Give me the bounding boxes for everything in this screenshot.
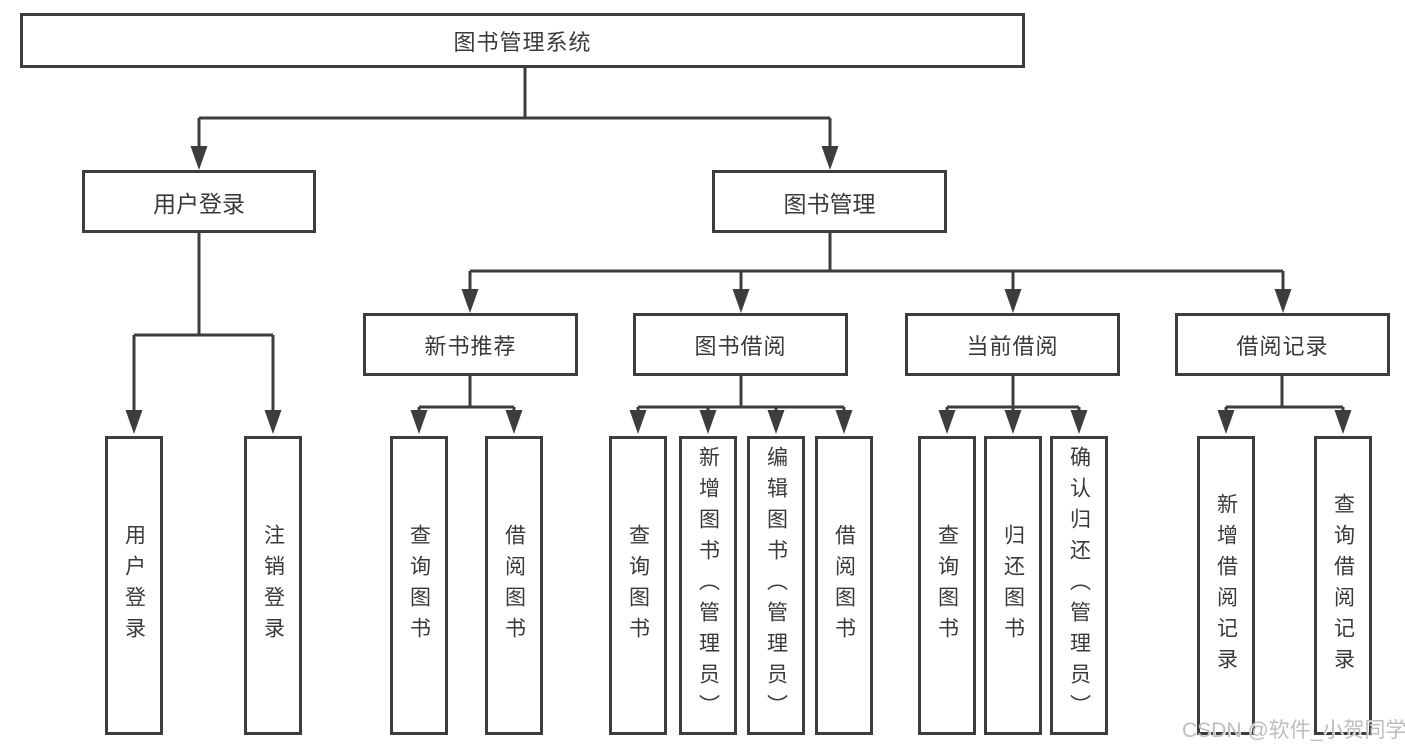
csdn-watermark: CSDN @软件_小贺同学 — [1182, 719, 1405, 742]
node-label: 借阅图书 — [832, 523, 856, 648]
node-root-system: 图书管理系统 — [20, 13, 1025, 68]
leaf-borrow-borrow-book: 借阅图书 — [815, 436, 873, 735]
node-label: 新增图书（管理员） — [696, 446, 720, 725]
node-label: 当前借阅 — [966, 333, 1059, 359]
arrowheads — [125, 146, 1352, 434]
leaf-borrow-query-book: 查询图书 — [609, 436, 667, 735]
leaf-records-add-record: 新增借阅记录 — [1197, 436, 1255, 735]
node-label: 查询图书 — [407, 523, 431, 648]
node-label: 注销登录 — [261, 523, 285, 648]
leaf-current-return-book: 归还图书 — [984, 436, 1042, 735]
leaf-recommend-query-book: 查询图书 — [390, 436, 448, 735]
leaf-records-query-record: 查询借阅记录 — [1314, 436, 1372, 735]
leaf-recommend-borrow-book: 借阅图书 — [485, 436, 543, 735]
node-label: 用户登录 — [122, 523, 146, 648]
node-book-management: 图书管理 — [712, 170, 947, 233]
node-label: 查询图书 — [935, 523, 959, 648]
leaf-current-confirm-return-admin: 确认归还（管理员） — [1050, 436, 1108, 735]
node-label: 用户登录 — [153, 190, 245, 217]
node-label: 新书推荐 — [424, 333, 517, 359]
node-label: 归还图书 — [1001, 523, 1025, 648]
node-label: 图书借阅 — [694, 333, 787, 359]
node-label: 借阅图书 — [502, 523, 526, 648]
node-user-login: 用户登录 — [82, 170, 316, 233]
leaf-logout: 注销登录 — [244, 436, 302, 735]
node-label: 确认归还（管理员） — [1067, 446, 1091, 725]
node-label: 新增借阅记录 — [1214, 492, 1238, 679]
node-label: 图书管理系统 — [453, 29, 592, 55]
leaf-borrow-add-book-admin: 新增图书（管理员） — [679, 436, 737, 735]
leaf-user-login: 用户登录 — [105, 436, 163, 735]
leaf-current-query-book: 查询图书 — [918, 436, 976, 735]
node-current-borrow: 当前借阅 — [905, 313, 1120, 376]
node-label: 图书管理 — [783, 190, 876, 217]
node-label: 查询借阅记录 — [1331, 492, 1355, 679]
node-borrow-records: 借阅记录 — [1175, 313, 1390, 376]
node-label: 编辑图书（管理员） — [764, 446, 788, 725]
leaf-borrow-edit-book-admin: 编辑图书（管理员） — [747, 436, 805, 735]
node-label: 借阅记录 — [1236, 333, 1329, 359]
node-label: 查询图书 — [626, 523, 650, 648]
node-new-book-recommend: 新书推荐 — [363, 313, 578, 376]
node-book-borrow: 图书借阅 — [633, 313, 848, 376]
